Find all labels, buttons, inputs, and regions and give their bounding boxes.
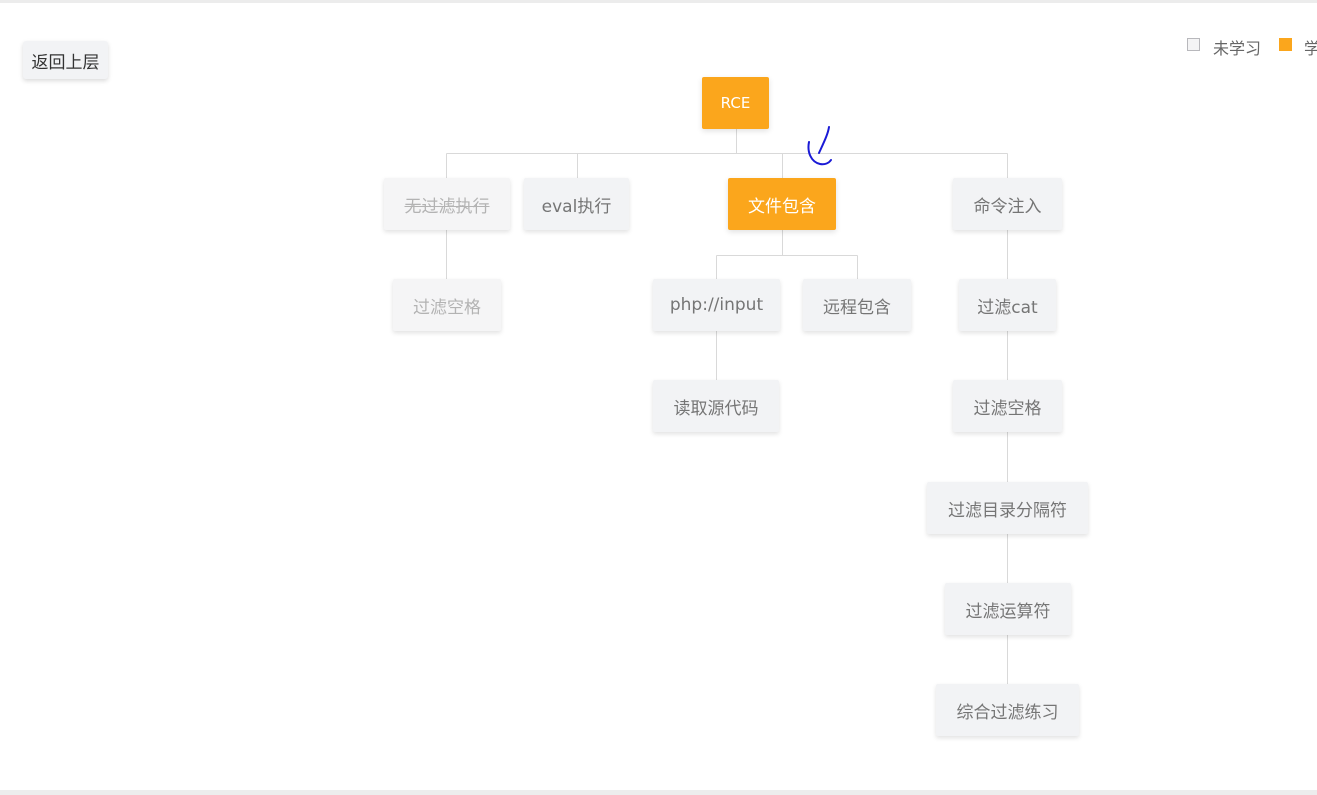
tree-node-label: 过滤运算符 [965,601,1051,622]
tree-node-file-include[interactable]: 文件包含 [728,178,836,230]
tree-node-label: 过滤目录分隔符 [948,500,1067,521]
tree-node-label: php://input [669,295,764,315]
tree-node-label: eval执行 [541,196,612,217]
tree-node-rce[interactable]: RCE [702,77,769,129]
bottom-divider [0,790,1317,795]
legend-label-learned: 学 [1304,39,1317,58]
legend-swatch-unlearned [1187,38,1200,51]
back-button[interactable]: 返回上层 [23,41,108,79]
handwritten-checkmark [807,126,832,166]
tree-node-label: 综合过滤练习 [956,702,1059,723]
tree-node-no-filter-space[interactable]: 过滤空格 [393,279,501,331]
tree-node-label: 远程包含 [823,297,891,318]
legend-label-unlearned: 未学习 [1213,39,1262,58]
tree-node-combined-practice[interactable]: 综合过滤练习 [936,684,1079,736]
tree-node-label: 过滤空格 [413,297,481,318]
tree-node-filter-space[interactable]: 过滤空格 [953,380,1062,432]
tree-node-label: RCE [720,94,751,112]
tree-node-no-filter-exec[interactable]: 无过滤执行 [384,178,510,230]
tree-node-label: 文件包含 [748,196,816,217]
top-divider [0,0,1317,3]
tree-node-filter-dir-separator[interactable]: 过滤目录分隔符 [927,482,1088,534]
tree-node-read-source[interactable]: 读取源代码 [653,380,779,432]
legend-swatch-learned [1279,38,1292,51]
tree-node-filter-cat[interactable]: 过滤cat [959,279,1056,331]
tree-node-php-input[interactable]: php://input [653,279,780,331]
tree-node-eval-exec[interactable]: eval执行 [524,178,629,230]
tree-node-filter-operator[interactable]: 过滤运算符 [945,583,1071,635]
tree-node-label: 无过滤执行 [404,196,490,217]
tree-node-remote-include[interactable]: 远程包含 [803,279,911,331]
tree-node-label: 过滤空格 [973,398,1042,419]
tree-node-command-injection[interactable]: 命令注入 [953,178,1062,230]
tree-node-label: 过滤cat [977,297,1038,318]
tree-node-label: 读取源代码 [673,398,759,419]
tree-node-label: 命令注入 [973,196,1042,217]
